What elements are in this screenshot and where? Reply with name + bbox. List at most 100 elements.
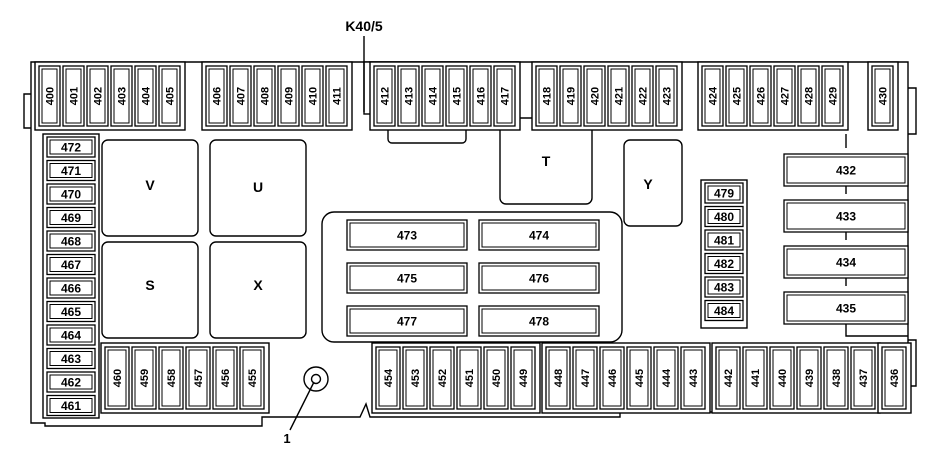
fuse-label: 454	[383, 368, 395, 387]
fuse-label: 458	[166, 369, 178, 387]
fuse-444: 444	[653, 346, 679, 410]
fuse-406: 406	[205, 65, 228, 127]
fuse-label: 436	[889, 369, 901, 387]
fuse-481: 481	[704, 229, 744, 251]
fuse-label: 468	[61, 235, 81, 249]
fuse-477: 477	[346, 305, 468, 337]
mounting-hole-inner	[310, 373, 322, 385]
fuse-label: 483	[714, 281, 734, 295]
fuse-label: 427	[780, 87, 792, 105]
k40-5-label: K40/5	[345, 18, 383, 34]
fuse-label: 432	[836, 164, 856, 178]
fuse-448: 448	[545, 346, 571, 410]
fuse-416: 416	[469, 65, 492, 127]
fuse-label: 478	[529, 315, 549, 329]
fuse-label: 461	[61, 399, 81, 413]
fuse-label: 466	[61, 282, 81, 296]
relay-v-label: V	[145, 177, 155, 193]
fuse-label: 470	[61, 188, 81, 202]
fuse-label: 429	[828, 87, 840, 105]
fuse-446: 446	[599, 346, 625, 410]
fuse-label: 433	[836, 210, 856, 224]
fuse-479: 479	[704, 182, 744, 204]
fuse-label: 474	[529, 229, 549, 243]
fuse-436: 436	[881, 346, 907, 410]
fuse-453: 453	[402, 346, 428, 410]
fuse-452: 452	[429, 346, 455, 410]
fuse-label: 451	[464, 369, 476, 387]
callout-1-label: 1	[283, 431, 290, 446]
fuse-447: 447	[572, 346, 598, 410]
fuse-464: 464	[46, 324, 96, 346]
left-mount-tab	[23, 93, 31, 129]
fuse-label: 453	[410, 369, 422, 387]
fuse-430: 430	[871, 65, 894, 127]
fuse-label: 464	[61, 329, 81, 343]
fuse-label: 441	[750, 369, 762, 387]
fuse-label: 400	[45, 87, 57, 105]
fuse-label: 410	[308, 87, 320, 105]
fuse-label: 437	[858, 369, 870, 387]
fuse-label: 476	[529, 272, 549, 286]
fuse-454: 454	[375, 346, 401, 410]
fuse-label: 456	[220, 369, 232, 387]
fuse-label: 472	[61, 141, 81, 155]
fuse-label: 450	[491, 369, 503, 387]
fuse-408: 408	[253, 65, 276, 127]
fuse-label: 462	[61, 376, 81, 390]
fuse-467: 467	[46, 253, 96, 276]
fuse-437: 437	[850, 346, 876, 410]
fuse-413: 413	[397, 65, 420, 127]
fuse-402: 402	[86, 65, 109, 127]
fuse-459: 459	[131, 346, 157, 410]
fuse-418: 418	[535, 65, 558, 127]
fuse-label: 452	[437, 369, 449, 387]
fuse-432: 432	[783, 153, 909, 187]
fuse-429: 429	[821, 65, 844, 127]
relay-x-label: X	[253, 277, 263, 293]
fuse-label: 403	[117, 87, 129, 105]
fuse-label: 455	[247, 369, 259, 387]
fuse-label: 407	[236, 87, 248, 105]
fuse-label: 463	[61, 352, 81, 366]
fuse-label: 430	[878, 87, 890, 105]
fuse-407: 407	[229, 65, 252, 127]
fuse-424: 424	[701, 65, 724, 127]
fuse-457: 457	[185, 346, 211, 410]
fuse-412: 412	[373, 65, 396, 127]
fuse-474: 474	[478, 219, 600, 251]
fuse-483: 483	[704, 276, 744, 298]
fuse-label: 428	[804, 87, 816, 105]
fuse-440: 440	[769, 346, 795, 410]
fuse-480: 480	[704, 205, 744, 228]
fuse-462: 462	[46, 371, 96, 393]
fuse-401: 401	[62, 65, 85, 127]
fuse-411: 411	[325, 65, 348, 127]
fuse-458: 458	[158, 346, 184, 410]
fuse-label: 459	[139, 369, 151, 387]
fuse-422: 422	[631, 65, 654, 127]
fuse-label: 480	[714, 210, 734, 224]
fuse-434: 434	[783, 245, 909, 279]
fuse-label: 425	[732, 87, 744, 105]
fuse-label: 475	[397, 272, 417, 286]
fuse-label: 438	[831, 369, 843, 387]
fuse-421: 421	[607, 65, 630, 127]
fuse-450: 450	[483, 346, 509, 410]
fuse-label: 408	[260, 87, 272, 105]
fuse-476: 476	[478, 262, 600, 294]
fuse-label: 426	[756, 87, 768, 105]
fuse-428: 428	[797, 65, 820, 127]
fuse-473: 473	[346, 219, 468, 251]
fuse-label: 473	[397, 229, 417, 243]
fuse-label: 421	[614, 87, 626, 105]
fuse-label: 404	[141, 86, 153, 105]
fuse-451: 451	[456, 346, 482, 410]
relay-u	[209, 139, 307, 237]
fuse-410: 410	[301, 65, 324, 127]
relay-y	[623, 139, 683, 227]
fuse-label: 435	[836, 302, 856, 316]
fuse-label: 412	[380, 87, 392, 105]
fuse-472: 472	[46, 136, 96, 158]
